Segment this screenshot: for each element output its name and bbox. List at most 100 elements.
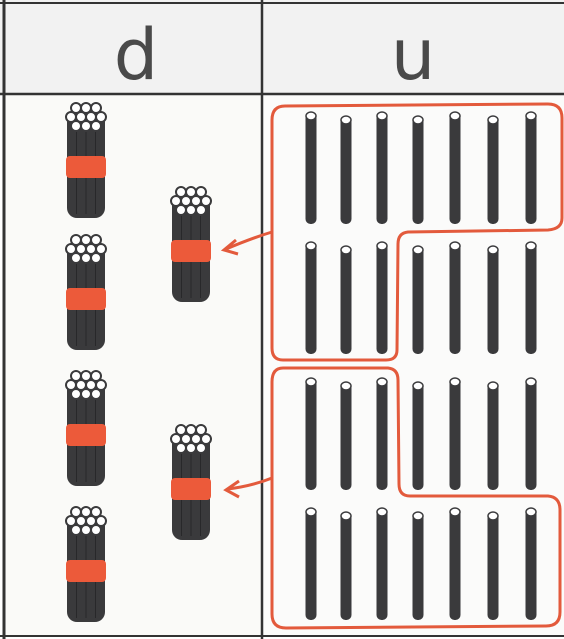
stick-tip bbox=[450, 112, 460, 120]
stick-body bbox=[526, 242, 537, 354]
stick-body bbox=[488, 382, 499, 490]
bundle-band bbox=[66, 560, 106, 582]
stick-tip bbox=[377, 112, 387, 120]
stick-body bbox=[341, 246, 352, 354]
stick-tip bbox=[413, 512, 423, 520]
bundle-stick-tip bbox=[186, 443, 196, 453]
stick-tip bbox=[341, 246, 351, 254]
stick-tip bbox=[488, 246, 498, 254]
loose-stick bbox=[377, 378, 388, 490]
left-panel-background bbox=[4, 94, 262, 635]
stick-body bbox=[306, 112, 317, 224]
bundle-stick-tip bbox=[71, 121, 81, 131]
stick-tip bbox=[306, 242, 316, 250]
bundle-of-ten bbox=[66, 103, 106, 218]
header-tens-label: d bbox=[114, 14, 158, 96]
bundle-stick-tip bbox=[81, 253, 91, 263]
bundle-of-ten bbox=[66, 371, 106, 486]
bundle-stick-tip bbox=[196, 443, 206, 453]
loose-stick bbox=[488, 382, 499, 490]
bundle-stick-tip bbox=[81, 121, 91, 131]
bundle-band bbox=[171, 240, 211, 262]
stick-body bbox=[413, 116, 424, 224]
loose-stick bbox=[341, 512, 352, 620]
loose-stick bbox=[526, 242, 537, 354]
stick-tip bbox=[377, 508, 387, 516]
stick-tip bbox=[488, 382, 498, 390]
bundle-stick-tip bbox=[91, 121, 101, 131]
stick-tip bbox=[526, 242, 536, 250]
stick-body bbox=[413, 382, 424, 490]
stick-body bbox=[488, 116, 499, 224]
stick-tip bbox=[341, 512, 351, 520]
bundle-stick-tip bbox=[91, 253, 101, 263]
stick-body bbox=[377, 378, 388, 490]
stick-body bbox=[450, 508, 461, 620]
loose-stick bbox=[488, 246, 499, 354]
stick-body bbox=[413, 512, 424, 620]
bundle-stick-tip bbox=[91, 389, 101, 399]
stick-tip bbox=[450, 378, 460, 386]
stick-tip bbox=[377, 242, 387, 250]
loose-stick bbox=[377, 112, 388, 224]
stick-body bbox=[526, 378, 537, 490]
loose-stick bbox=[413, 116, 424, 224]
bundle-of-ten bbox=[171, 425, 211, 540]
stick-tip bbox=[413, 116, 423, 124]
stick-tip bbox=[526, 508, 536, 516]
loose-stick bbox=[377, 242, 388, 354]
stick-tip bbox=[488, 116, 498, 124]
loose-stick bbox=[306, 508, 317, 620]
stick-body bbox=[341, 512, 352, 620]
stick-tip bbox=[306, 378, 316, 386]
loose-stick bbox=[526, 378, 537, 490]
bundle-band bbox=[171, 478, 211, 500]
stick-tip bbox=[450, 508, 460, 516]
stick-body bbox=[306, 378, 317, 490]
bundle-of-ten bbox=[66, 507, 106, 622]
bundle-band bbox=[66, 288, 106, 310]
loose-stick bbox=[341, 116, 352, 224]
bundle-stick-tip bbox=[71, 253, 81, 263]
loose-stick bbox=[450, 508, 461, 620]
bundle-stick-tip bbox=[81, 525, 91, 535]
bundle-stick-tip bbox=[196, 205, 206, 215]
stick-body bbox=[526, 112, 537, 224]
loose-stick bbox=[341, 246, 352, 354]
bundle-stick-tip bbox=[71, 525, 81, 535]
loose-stick bbox=[306, 378, 317, 490]
loose-stick bbox=[488, 512, 499, 620]
stick-body bbox=[306, 242, 317, 354]
bundle-stick-tip bbox=[176, 443, 186, 453]
stick-body bbox=[450, 112, 461, 224]
stick-body bbox=[306, 508, 317, 620]
stick-tip bbox=[341, 116, 351, 124]
stick-tip bbox=[526, 378, 536, 386]
bundle-stick-tip bbox=[176, 205, 186, 215]
loose-stick bbox=[526, 508, 537, 620]
stick-tip bbox=[413, 382, 423, 390]
stick-body bbox=[526, 508, 537, 620]
loose-stick bbox=[526, 112, 537, 224]
loose-stick bbox=[413, 512, 424, 620]
stick-tip bbox=[306, 508, 316, 516]
header-background bbox=[0, 0, 564, 94]
stick-tip bbox=[488, 512, 498, 520]
bundle-stick-tip bbox=[81, 389, 91, 399]
bundle-stick-tip bbox=[91, 525, 101, 535]
bundle-band bbox=[66, 156, 106, 178]
stick-tip bbox=[341, 382, 351, 390]
bundle-band bbox=[66, 424, 106, 446]
stick-body bbox=[377, 508, 388, 620]
bundle-of-ten bbox=[66, 235, 106, 350]
loose-stick bbox=[377, 508, 388, 620]
stick-body bbox=[377, 242, 388, 354]
stick-body bbox=[413, 246, 424, 354]
bundle-stick-tip bbox=[71, 389, 81, 399]
stick-tip bbox=[526, 112, 536, 120]
header-ones-label: u bbox=[391, 14, 435, 96]
stick-body bbox=[488, 246, 499, 354]
bundle-stick-tip bbox=[186, 205, 196, 215]
loose-stick bbox=[413, 382, 424, 490]
